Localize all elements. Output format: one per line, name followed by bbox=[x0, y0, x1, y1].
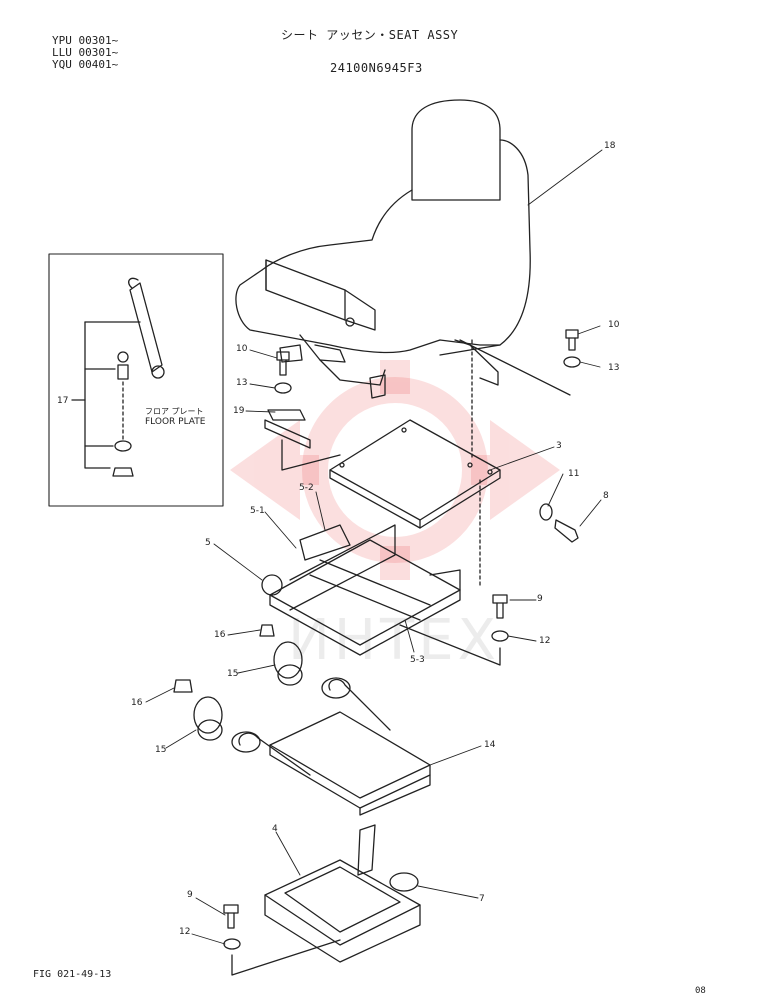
callout-4: 4 bbox=[272, 824, 278, 834]
callout-12-lower: 12 bbox=[179, 927, 191, 937]
part-number: 24100N6945F3 bbox=[330, 61, 423, 75]
suspension-drawing bbox=[261, 479, 481, 656]
callout-7: 7 bbox=[479, 894, 485, 904]
callout-8: 8 bbox=[603, 491, 609, 501]
left-bolt-group bbox=[264, 351, 311, 449]
seat-belt-anchor-drawing bbox=[71, 277, 165, 477]
bolt-8 bbox=[554, 519, 579, 543]
nut-11 bbox=[539, 503, 553, 521]
callout-9-right: 9 bbox=[537, 594, 543, 604]
model-code-2: LLU 00301~ bbox=[52, 46, 119, 59]
callout-5: 5 bbox=[205, 538, 211, 548]
callout-3: 3 bbox=[556, 441, 562, 451]
callout-9-lower: 9 bbox=[187, 890, 193, 900]
figure-reference: FIG 021-49-13 bbox=[33, 969, 112, 980]
callout-11: 11 bbox=[568, 469, 580, 479]
base-frame-drawing bbox=[231, 677, 431, 816]
page-number: 08 bbox=[695, 986, 706, 996]
watermark-text: ИНТЕХ bbox=[288, 608, 500, 673]
diagram-title: シート アッセン・SEAT ASSY bbox=[281, 28, 459, 42]
leader-lines bbox=[145, 149, 603, 945]
inset-label-en: FLOOR PLATE bbox=[145, 417, 206, 427]
model-code-1: YPU 00301~ bbox=[52, 34, 119, 47]
callout-13-right: 13 bbox=[608, 363, 620, 373]
seat-assembly-drawing bbox=[235, 99, 531, 399]
rail-base-drawing bbox=[264, 824, 421, 963]
callout-10-left: 10 bbox=[236, 344, 248, 354]
callout-15-upper: 15 bbox=[227, 669, 239, 679]
callout-19: 19 bbox=[233, 406, 245, 416]
callout-14: 14 bbox=[484, 740, 496, 750]
model-code-3: YQU 00401~ bbox=[52, 58, 119, 71]
callout-15-lower: 15 bbox=[155, 745, 167, 755]
floor-plate-inset-box bbox=[48, 253, 224, 507]
callout-16-upper: 16 bbox=[214, 630, 226, 640]
callout-5-3: 5-3 bbox=[410, 655, 425, 665]
callout-17: 17 bbox=[57, 396, 69, 406]
inset-label-jp: フロア プレート bbox=[145, 407, 204, 416]
callout-12-right: 12 bbox=[539, 636, 551, 646]
mounting-plate-drawing bbox=[281, 339, 571, 529]
callout-16-lower: 16 bbox=[131, 698, 143, 708]
callout-13-left: 13 bbox=[236, 378, 248, 388]
callout-5-1: 5-1 bbox=[250, 506, 265, 516]
right-bolt-group bbox=[563, 329, 581, 368]
callout-5-2: 5-2 bbox=[299, 483, 314, 493]
callout-10-right: 10 bbox=[608, 320, 620, 330]
callout-18: 18 bbox=[604, 141, 616, 151]
